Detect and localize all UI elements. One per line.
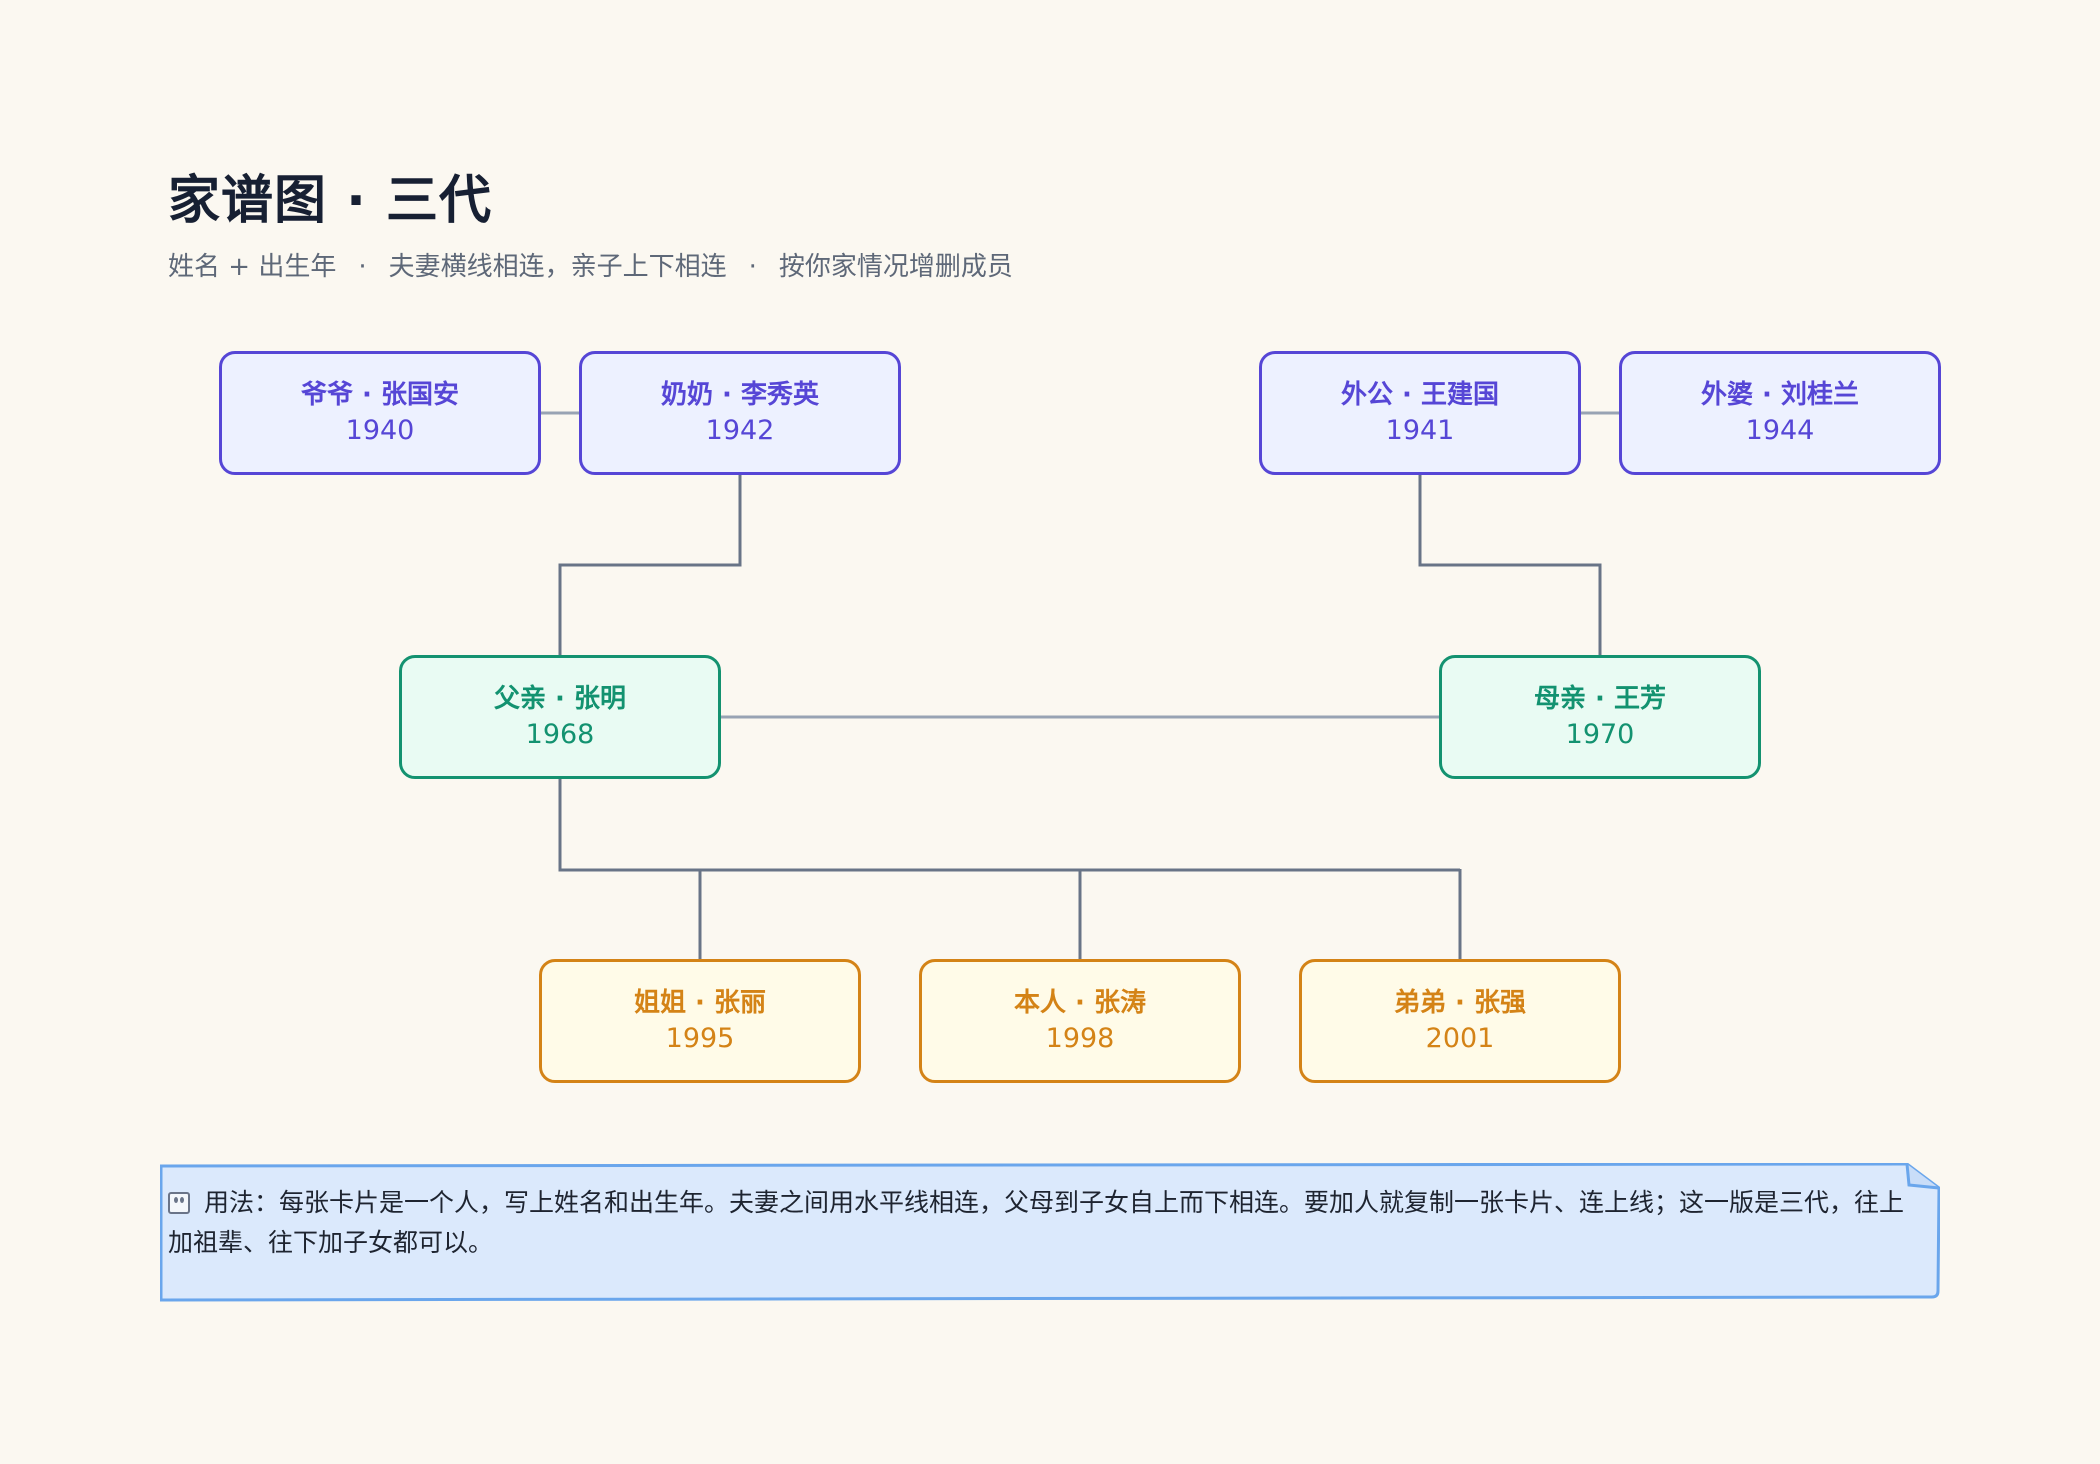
subtitle-separator: ·	[748, 252, 757, 282]
person-card-grandmother-maternal[interactable]: 外婆 · 刘桂兰 1944	[1619, 351, 1941, 475]
person-card-grandfather-paternal[interactable]: 爷爷 · 张国安 1940	[219, 351, 541, 475]
person-name: 外公 · 王建国	[1341, 380, 1499, 410]
person-card-grandmother-paternal[interactable]: 奶奶 · 李秀英 1942	[579, 351, 901, 475]
person-name: 姐姐 · 张丽	[634, 988, 766, 1018]
birth-year: 2001	[1425, 1023, 1495, 1054]
person-card-grandfather-maternal[interactable]: 外公 · 王建国 1941	[1259, 351, 1581, 475]
person-name: 外婆 · 刘桂兰	[1701, 380, 1859, 410]
person-card-mother[interactable]: 母亲 · 王芳 1970	[1439, 655, 1761, 779]
subtitle-separator: ·	[358, 252, 367, 282]
birth-year: 1995	[665, 1023, 735, 1054]
subtitle-part: 夫妻横线相连，亲子上下相连	[388, 252, 727, 282]
birth-year: 1942	[705, 415, 775, 446]
subtitle-part: 按你家情况增删成员	[778, 252, 1013, 282]
birth-year: 1970	[1565, 719, 1635, 750]
person-name: 弟弟 · 张强	[1394, 988, 1526, 1018]
birth-year: 1941	[1385, 415, 1455, 446]
connector-lines	[541, 411, 1620, 960]
page-subtitle: 姓名 + 出生年 · 夫妻横线相连，亲子上下相连 · 按你家情况增删成员	[168, 246, 1013, 283]
descent-line-children-trunk	[558, 779, 1460, 872]
note-text-block: 用法：每张卡片是一个人，写上姓名和出生年。夫妻之间用水平线相连，父母到子女自上而…	[168, 1183, 1928, 1263]
person-name: 母亲 · 王芳	[1534, 684, 1666, 714]
note-background	[160, 1163, 1940, 1302]
person-card-father[interactable]: 父亲 · 张明 1968	[399, 655, 721, 779]
page-title: 家谱图 · 三代	[168, 171, 492, 231]
usage-note: 用法：每张卡片是一个人，写上姓名和出生年。夫妻之间用水平线相连，父母到子女自上而…	[160, 1163, 1940, 1303]
family-icon	[168, 1192, 190, 1214]
birth-year: 1944	[1745, 415, 1815, 446]
person-card-self[interactable]: 本人 · 张涛 1998	[919, 959, 1241, 1083]
descent-line-paternal	[558, 475, 742, 656]
person-name: 本人 · 张涛	[1014, 988, 1146, 1018]
note-text: 用法：每张卡片是一个人，写上姓名和出生年。夫妻之间用水平线相连，父母到子女自上而…	[168, 1188, 1905, 1257]
person-card-brother[interactable]: 弟弟 · 张强 2001	[1299, 959, 1621, 1083]
birth-year: 1940	[345, 415, 415, 446]
birth-year: 1998	[1045, 1023, 1115, 1054]
person-name: 爷爷 · 张国安	[301, 380, 459, 410]
descent-line-maternal	[1418, 475, 1602, 656]
subtitle-part: 姓名 + 出生年	[168, 252, 337, 282]
person-name: 父亲 · 张明	[494, 684, 626, 714]
person-card-sister[interactable]: 姐姐 · 张丽 1995	[539, 959, 861, 1083]
person-name: 奶奶 · 李秀英	[661, 380, 819, 410]
birth-year: 1968	[525, 719, 595, 750]
